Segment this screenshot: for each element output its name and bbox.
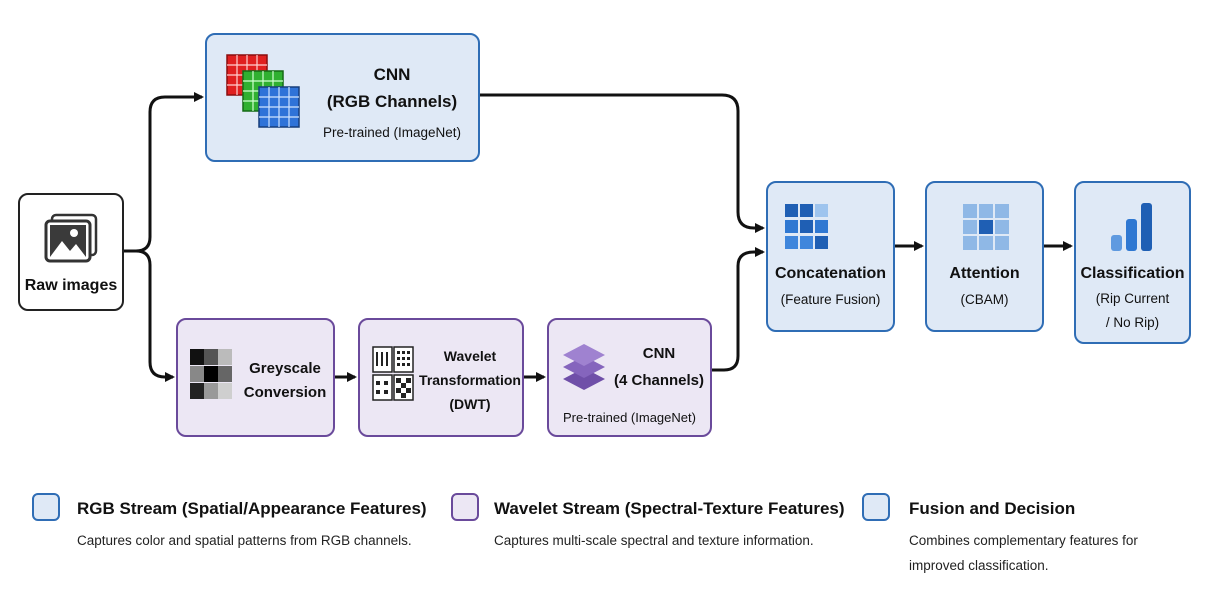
greyscale-line2: Conversion [243,384,327,401]
rgb-layers-icon [226,54,300,128]
attention-grid-icon [963,204,1009,250]
greyscale-line1: Greyscale [249,360,321,377]
wavelet-line2: Transformation [419,372,521,388]
wavelet-line3: (DWT) [449,396,491,412]
legend-rgb-swatch [32,493,60,521]
attention-title: Attention [949,265,1020,282]
legend-fusion-title: Fusion and Decision [909,499,1076,518]
legend-wavelet-desc: Captures multi-scale spectral and textur… [494,533,814,548]
classification-subtitle-line1: (Rip Current [1095,291,1170,306]
legend-wavelet-swatch [451,493,479,521]
raw-images-node: Raw images [18,193,124,311]
concatenation-node: Concatenation (Feature Fusion) [766,181,895,332]
cnn-rgb-node: CNN (RGB Channels) Pre-trained (ImageNet… [205,33,480,162]
bar-chart-icon [1111,203,1152,251]
classification-node: Classification (Rip Current / No Rip) [1074,181,1191,344]
wavelet-node: Wavelet Transformation (DWT) [358,318,524,437]
attention-subtitle: (CBAM) [960,292,1009,307]
cnn-rgb-subtitle: Pre-trained (ImageNet) [322,125,462,140]
cnn-rgb-title-line2: (RGB Channels) [326,92,458,111]
arrow-cnn-wav-to-concat [712,247,765,372]
greyscale-node: Greyscale Conversion [176,318,335,437]
concatenation-subtitle: (Feature Fusion) [780,292,881,307]
legend-rgb-title: RGB Stream (Spatial/Appearance Features) [77,499,427,518]
cnn-wavelet-title-line2: (4 Channels) [613,372,704,389]
cnn-rgb-title-line1: CNN [373,65,411,84]
greyscale-grid-icon [190,349,232,399]
cnn-wavelet-subtitle: Pre-trained (ImageNet) [563,410,696,425]
classification-title: Classification [1080,265,1185,282]
wavelet-line1: Wavelet [443,348,497,364]
raw-images-label: Raw images [24,277,118,294]
arrow-cnn-rgb-to-concat [480,93,765,233]
arrow-raw-to-greyscale [124,249,175,382]
legend-rgb-desc: Captures color and spatial patterns from… [77,533,412,548]
cnn-wavelet-node: CNN (4 Channels) Pre-trained (ImageNet) [547,318,712,437]
legend-wavelet-title: Wavelet Stream (Spectral-Texture Feature… [494,499,845,518]
legend-fusion-swatch [862,493,890,521]
wavelet-icon [372,346,414,401]
arrow-raw-to-cnn-rgb [124,92,204,253]
legend-fusion-desc: Combines complementary features for impr… [909,533,1138,573]
stacked-layers-icon [563,344,605,390]
image-icon [44,213,98,263]
concatenation-title: Concatenation [774,265,887,282]
feature-grid-icon [785,204,828,249]
attention-node: Attention (CBAM) [925,181,1044,332]
cnn-wavelet-title-line1: CNN [642,345,676,362]
classification-subtitle-line2: / No Rip) [1105,315,1160,330]
